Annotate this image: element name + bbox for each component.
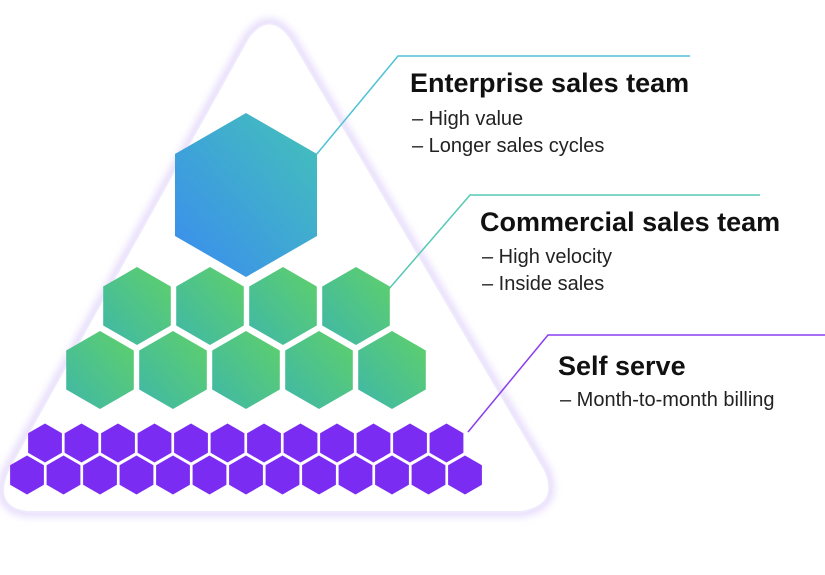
commercial-hexagon [176, 267, 244, 345]
commercial-label: Commercial sales team – High velocity – … [480, 207, 780, 295]
self-serve-hexagon [10, 455, 44, 495]
commercial-bullet-1: – High velocity [482, 246, 612, 268]
self-serve-hexagon [137, 423, 172, 463]
self-serve-bullet-1: – Month-to-month billing [560, 389, 775, 411]
self-serve-hexagon [101, 423, 135, 463]
self-serve-hexagon [28, 423, 62, 463]
commercial-hexagons [66, 267, 426, 409]
commercial-hexagon [358, 331, 426, 409]
self-serve-hexagon [174, 423, 208, 463]
self-serve-hexagon [338, 455, 373, 495]
self-serve-hexagon [192, 455, 227, 495]
enterprise-title: Enterprise sales team [410, 68, 689, 98]
self-serve-hexagon [283, 423, 318, 463]
self-serve-hexagon [46, 455, 81, 495]
commercial-hexagon [66, 331, 134, 409]
self-serve-hexagon [229, 455, 263, 495]
enterprise-hexagons [175, 113, 317, 277]
self-serve-hexagon [356, 423, 391, 463]
self-serve-hexagon [247, 423, 281, 463]
enterprise-bullet-1: – High value [412, 108, 523, 130]
self-serve-title: Self serve [558, 351, 686, 381]
self-serve-hexagon [119, 455, 154, 495]
self-serve-hexagon [64, 423, 99, 463]
self-serve-hexagon [411, 455, 446, 495]
self-serve-hexagon [448, 455, 482, 495]
commercial-connector [387, 194, 760, 291]
self-serve-hexagon [375, 455, 409, 495]
self-serve-hexagons [10, 423, 482, 495]
commercial-hexagon [285, 331, 353, 409]
commercial-title: Commercial sales team [480, 207, 780, 237]
commercial-hexagon [139, 331, 207, 409]
connector-lines [315, 55, 825, 433]
self-serve-hexagon [156, 455, 190, 495]
self-serve-hexagon [393, 423, 427, 463]
commercial-hexagon [249, 267, 317, 345]
self-serve-hexagon [429, 423, 464, 463]
self-serve-hexagon [83, 455, 117, 495]
commercial-hexagon [322, 267, 390, 345]
self-serve-hexagon [320, 423, 354, 463]
enterprise-label: Enterprise sales team – High value – Lon… [410, 68, 689, 157]
self-serve-hexagon [302, 455, 336, 495]
commercial-bullet-2: – Inside sales [482, 273, 604, 295]
self-serve-hexagon [265, 455, 300, 495]
self-serve-connector [467, 334, 825, 433]
commercial-hexagon [212, 331, 280, 409]
enterprise-connector [315, 55, 690, 156]
enterprise-bullet-2: – Longer sales cycles [412, 135, 604, 157]
self-serve-label: Self serve – Month-to-month billing [558, 351, 775, 411]
commercial-hexagon [103, 267, 171, 345]
enterprise-hexagon [175, 113, 317, 277]
self-serve-hexagon [210, 423, 245, 463]
